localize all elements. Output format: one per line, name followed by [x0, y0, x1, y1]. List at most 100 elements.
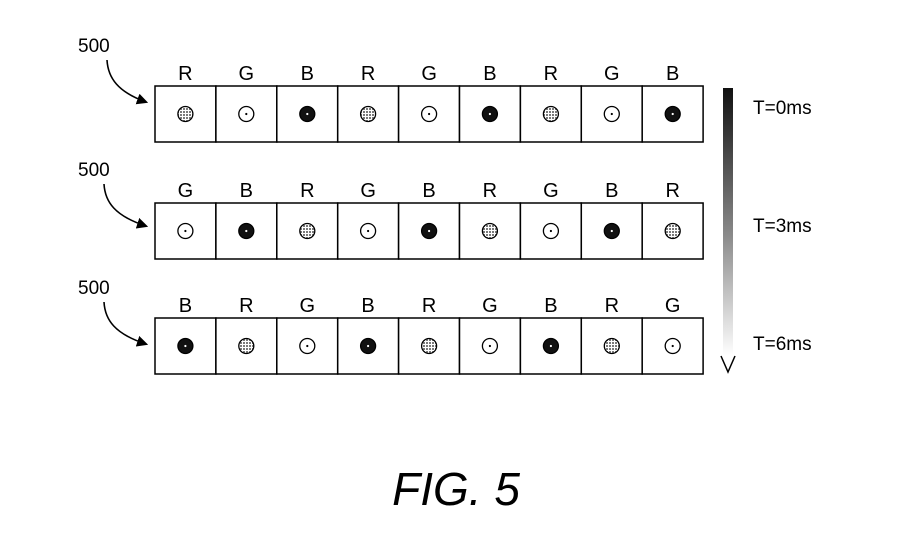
dot-center-icon [610, 229, 613, 233]
dot-center-icon [367, 344, 370, 348]
pixel-cell: R [580, 295, 643, 375]
pixel-cell: R [397, 295, 461, 375]
dot-center-icon [245, 112, 248, 116]
hatched-dot-icon [542, 105, 560, 123]
time-arrow-head [720, 355, 736, 374]
channel-letter: G [300, 295, 316, 317]
strip-row-2: 500 G B R G B R G B R [78, 160, 704, 260]
channel-letter: R [665, 180, 679, 202]
pixel-cell: B [154, 295, 217, 375]
figure-caption: FIG. 5 [392, 463, 520, 515]
channel-letter: G [421, 63, 437, 85]
channel-letter: R [178, 63, 192, 85]
channel-letter: B [544, 295, 557, 317]
channel-letter: B [422, 180, 435, 202]
hatched-dot-icon [481, 222, 499, 240]
channel-letter: G [360, 180, 376, 202]
dot-center-icon [610, 112, 613, 116]
dot-center-icon [671, 112, 674, 116]
time-progression-arrow [720, 88, 736, 374]
dot-center-icon [184, 229, 187, 233]
pixel-cell: B [336, 295, 400, 375]
dot-center-icon [488, 344, 491, 348]
reference-numeral-500: 500 [78, 278, 110, 299]
channel-letter: R [605, 295, 619, 317]
channel-letter: B [240, 180, 253, 202]
pixel-cell: B [580, 180, 643, 260]
channel-letter: R [300, 180, 314, 202]
hatched-dot-icon [359, 105, 377, 123]
pixel-cell: B [458, 63, 522, 143]
time-label-6ms: T=6ms [753, 334, 812, 355]
cell-box [215, 202, 278, 260]
channel-letter: R [483, 180, 497, 202]
channel-letter: B [301, 63, 314, 85]
pixel-cell: G [641, 295, 704, 375]
pixel-cell: G [276, 295, 339, 375]
hatched-dot-icon [299, 222, 316, 240]
pixel-cell: G [215, 63, 278, 143]
pixel-cell: B [215, 180, 278, 260]
pixel-cell: B [276, 63, 339, 143]
hatched-dot-icon [603, 337, 620, 355]
time-label-3ms: T=3ms [753, 216, 812, 237]
dot-center-icon [306, 344, 309, 348]
pixel-cell: B [641, 63, 704, 143]
channel-letter: R [239, 295, 253, 317]
pixel-cell: G [519, 180, 583, 260]
dot-center-icon [184, 344, 187, 348]
pixel-cell: R [641, 180, 704, 260]
channel-letter: G [665, 295, 681, 317]
channel-letter: R [544, 63, 558, 85]
hatched-dot-icon [664, 222, 681, 240]
time-arrow-shaft [723, 88, 733, 356]
pixel-cell: R [215, 295, 278, 375]
dot-center-icon [488, 112, 491, 116]
time-label-0ms: T=0ms [753, 98, 812, 119]
pixel-cell: R [458, 180, 522, 260]
pixel-cell: G [397, 63, 461, 143]
channel-letter: G [178, 180, 194, 202]
channel-letter: B [605, 180, 618, 202]
pixel-cell: B [519, 295, 583, 375]
channel-letter: B [361, 295, 374, 317]
channel-letter: R [422, 295, 436, 317]
pixel-cell: R [154, 63, 217, 143]
channel-letter: B [666, 63, 679, 85]
dot-center-icon [245, 229, 248, 233]
pixel-cell: R [276, 180, 339, 260]
dot-center-icon [549, 229, 553, 233]
reference-numeral-500: 500 [78, 160, 110, 181]
reference-leader-arrow [103, 183, 149, 229]
strip-row-1: 500 R G B R G B R G B [78, 36, 704, 143]
hatched-dot-icon [177, 105, 194, 123]
hatched-dot-icon [238, 337, 255, 355]
dot-center-icon [367, 229, 370, 233]
reference-leader-arrow [106, 59, 149, 105]
pixel-cell: B [397, 180, 461, 260]
channel-letter: G [604, 63, 620, 85]
channel-letter: B [483, 63, 496, 85]
dot-center-icon [549, 344, 553, 348]
reference-leader-arrow [103, 301, 149, 347]
dot-center-icon [306, 112, 309, 116]
channel-letter: G [239, 63, 255, 85]
channel-letter: B [179, 295, 192, 317]
pixel-cell: G [580, 63, 643, 143]
cell-box [641, 202, 704, 260]
pixel-cell: G [154, 180, 217, 260]
pixel-cell: R [519, 63, 583, 143]
dot-center-icon [671, 344, 674, 348]
channel-letter: G [543, 180, 559, 202]
pixel-cell: R [336, 63, 400, 143]
dot-center-icon [428, 112, 431, 116]
reference-numeral-500: 500 [78, 36, 110, 57]
strip-row-3: 500 B R G B R G B R G [78, 278, 704, 375]
dot-center-icon [428, 229, 431, 233]
pixel-cell: G [458, 295, 522, 375]
pixel-cell: G [336, 180, 400, 260]
hatched-dot-icon [420, 337, 438, 355]
channel-letter: G [482, 295, 498, 317]
channel-letter: R [361, 63, 375, 85]
